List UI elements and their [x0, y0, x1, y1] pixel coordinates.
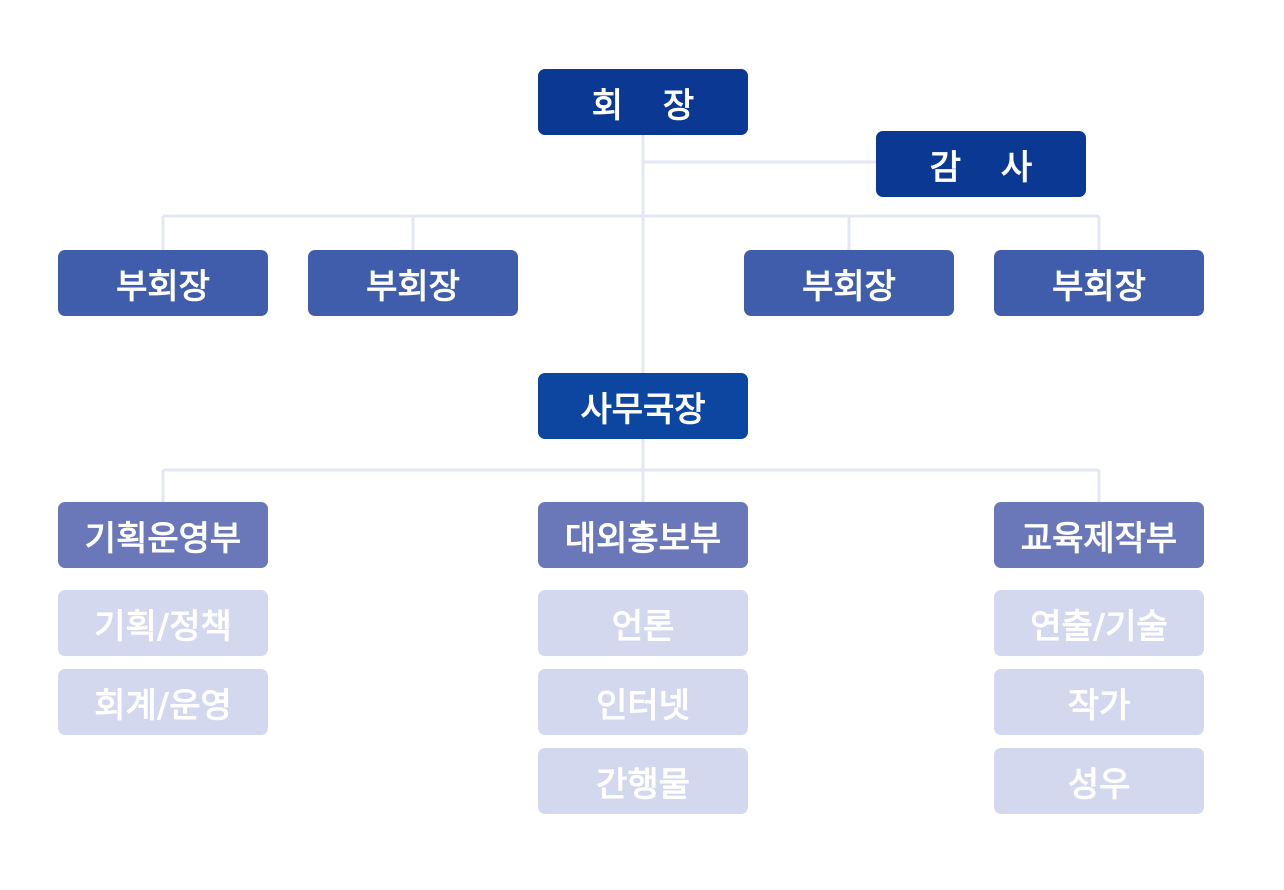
vice-president-label: 부회장	[802, 266, 896, 307]
vice-president-box-1: 부회장	[58, 250, 268, 316]
department-box-pr: 대외홍보부	[538, 502, 748, 568]
department-label: 대외홍보부	[564, 518, 722, 559]
department-box-planning: 기획운영부	[58, 502, 268, 568]
team-box-voice-actors: 성우	[994, 748, 1204, 814]
secretary-general-label: 사무국장	[580, 389, 706, 430]
team-label: 간행물	[596, 764, 690, 805]
president-label: 회 장	[591, 85, 709, 126]
department-box-education: 교육제작부	[994, 502, 1204, 568]
team-label: 연출/기술	[1030, 606, 1168, 647]
team-box-internet: 인터넷	[538, 669, 748, 735]
department-label: 기획운영부	[84, 518, 242, 559]
team-label: 회계/운영	[94, 685, 232, 726]
vice-president-label: 부회장	[116, 266, 210, 307]
team-box-directing: 연출/기술	[994, 590, 1204, 656]
team-label: 성우	[1067, 764, 1131, 805]
vice-president-box-3: 부회장	[744, 250, 954, 316]
auditor-box: 감 사	[876, 131, 1086, 197]
team-label: 기획/정책	[94, 606, 232, 647]
vice-president-box-4: 부회장	[994, 250, 1204, 316]
vice-president-label: 부회장	[366, 266, 460, 307]
vice-president-box-2: 부회장	[308, 250, 518, 316]
team-label: 언론	[611, 606, 675, 647]
vice-president-label: 부회장	[1052, 266, 1146, 307]
team-box-press: 언론	[538, 590, 748, 656]
secretary-general-box: 사무국장	[538, 373, 748, 439]
president-box: 회 장	[538, 69, 748, 135]
department-label: 교육제작부	[1020, 518, 1178, 559]
team-label: 작가	[1067, 685, 1131, 726]
team-box-policy: 기획/정책	[58, 590, 268, 656]
team-box-writers: 작가	[994, 669, 1204, 735]
auditor-label: 감 사	[929, 147, 1047, 188]
team-label: 인터넷	[596, 685, 690, 726]
team-box-accounting: 회계/운영	[58, 669, 268, 735]
team-box-publications: 간행물	[538, 748, 748, 814]
